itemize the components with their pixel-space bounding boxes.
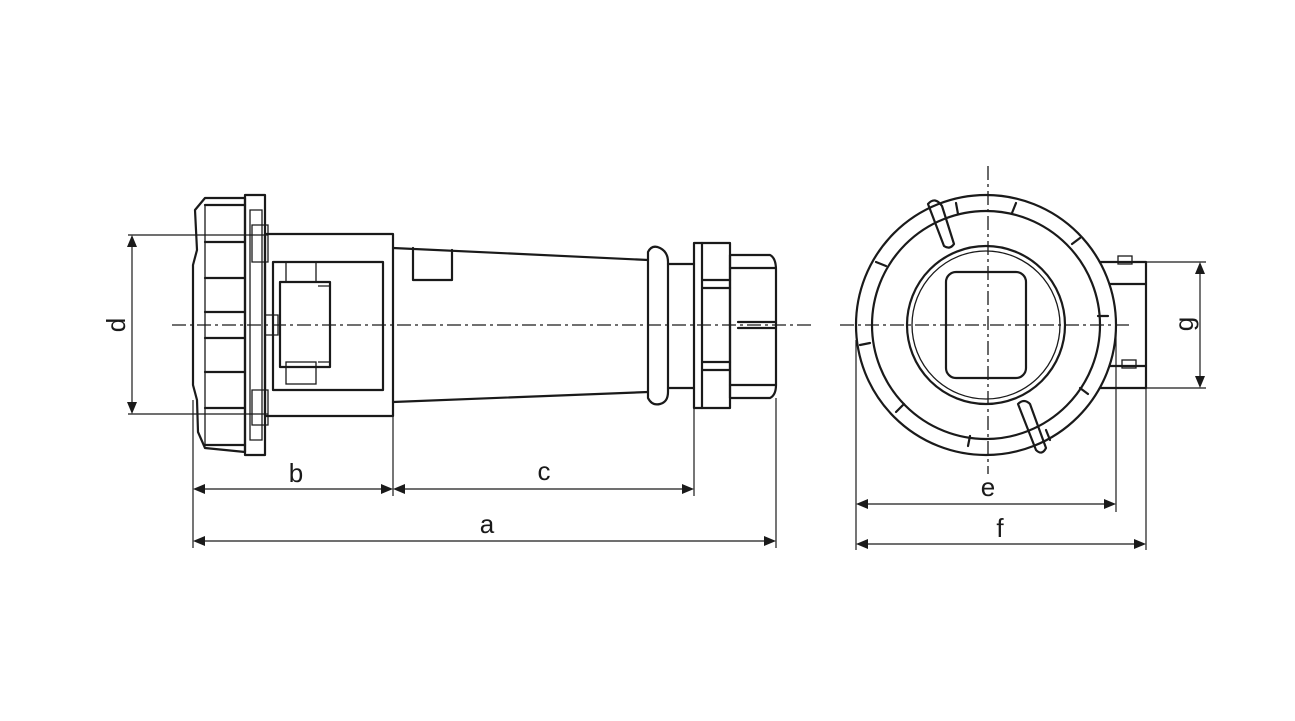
- scalloped-ring: [870, 209, 1102, 441]
- dimension-label-f: f: [996, 513, 1004, 543]
- main-housing: [263, 232, 395, 418]
- side-view: d b c a: [101, 193, 812, 548]
- dimension-g: g: [1169, 262, 1205, 388]
- outer-ring: [854, 193, 1118, 457]
- dimension-label-d: d: [101, 318, 131, 332]
- locking-tab-bottom: [1016, 399, 1048, 454]
- dimension-d: d: [101, 234, 268, 415]
- dimension-a: a: [193, 509, 776, 546]
- dimension-label-e: e: [981, 472, 995, 502]
- socket-face: [905, 244, 1067, 406]
- tapered-handle: [391, 245, 696, 406]
- front-view: e f g: [840, 166, 1206, 550]
- locking-tab-top: [926, 199, 956, 249]
- dimension-e: e: [856, 472, 1116, 509]
- socket-insert: [944, 270, 1028, 380]
- rear-cable-gland: [692, 241, 778, 410]
- dimension-b: b: [193, 458, 393, 494]
- dimension-label-g: g: [1169, 317, 1199, 331]
- dimension-label-a: a: [480, 509, 495, 539]
- ring-notches: [858, 201, 1110, 448]
- dimension-c: c: [393, 456, 694, 494]
- dimension-label-c: c: [538, 456, 551, 486]
- dimension-f: f: [856, 513, 1146, 549]
- dimension-label-b: b: [289, 458, 303, 488]
